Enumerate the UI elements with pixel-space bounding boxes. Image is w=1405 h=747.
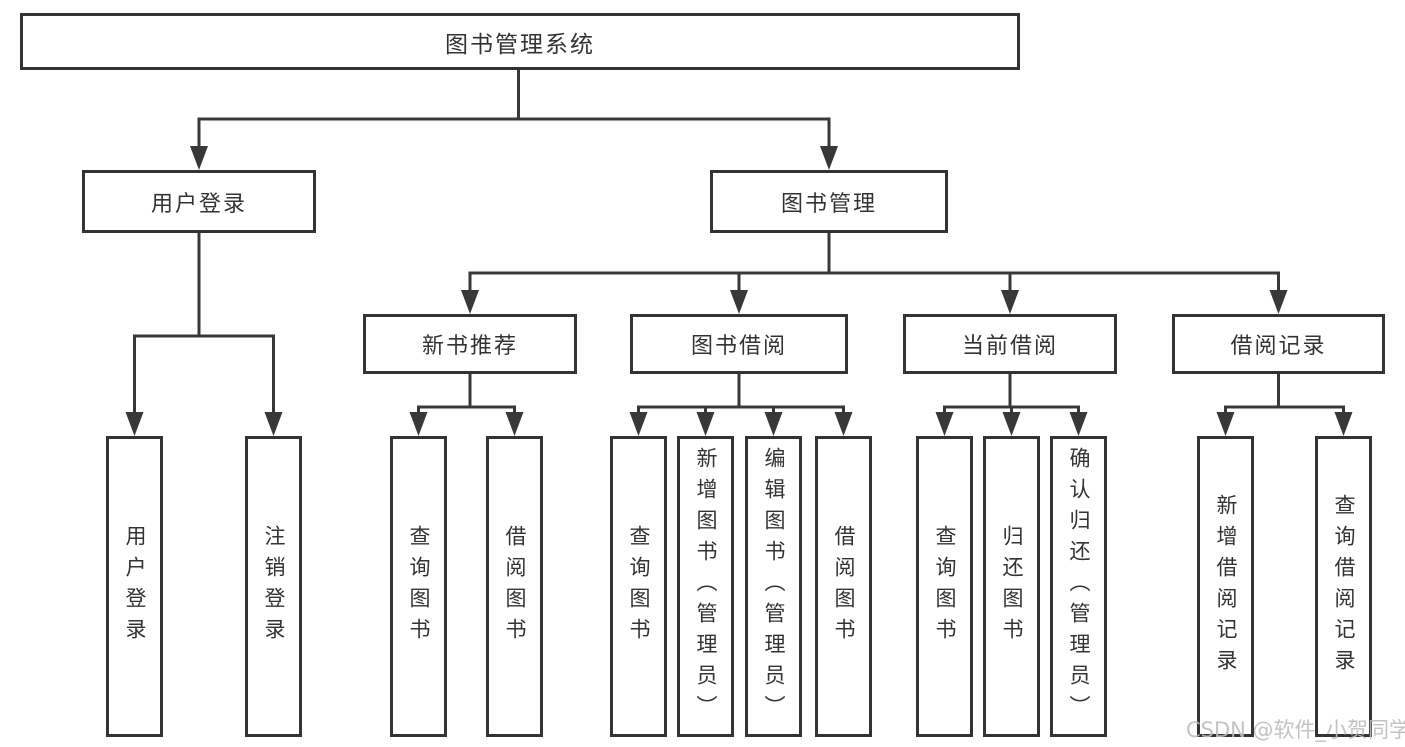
node-new-book-recommend: 新书推荐 [363, 314, 577, 374]
leaf-records-add-record: 新增借阅记录 [1197, 436, 1254, 737]
leaf-current-confirm-return-admin: 确认归还（管理员） [1050, 436, 1107, 737]
leaf-recommend-query-books: 查询图书 [390, 436, 447, 737]
node-label: 图书管理系统 [445, 31, 595, 58]
leaf-label: 归还图书 [1000, 524, 1024, 649]
node-label: 借阅记录 [1230, 334, 1327, 359]
leaf-user-login: 用户登录 [106, 436, 163, 737]
csdn-watermark: CSDN @软件_小贺同学 [1186, 718, 1405, 742]
node-book-borrow: 图书借阅 [630, 314, 848, 374]
leaf-label: 查询借阅记录 [1332, 493, 1356, 680]
leaf-label: 新增借阅记录 [1214, 493, 1238, 680]
leaf-records-query-record: 查询借阅记录 [1315, 436, 1372, 737]
leaf-borrow-add-books-admin: 新增图书（管理员） [677, 436, 734, 737]
leaf-current-return-books: 归还图书 [983, 436, 1040, 737]
leaf-logout: 注销登录 [245, 436, 302, 737]
leaf-label: 用户登录 [123, 524, 147, 649]
leaf-label: 查询图书 [407, 524, 431, 649]
node-label: 新书推荐 [421, 334, 518, 359]
leaf-current-query-books: 查询图书 [916, 436, 973, 737]
node-label: 图书管理 [780, 191, 877, 217]
node-label: 图书借阅 [690, 334, 787, 359]
node-library-management-system: 图书管理系统 [20, 13, 1020, 70]
leaf-label: 确认归还（管理员） [1067, 447, 1091, 726]
leaf-borrow-borrow-books: 借阅图书 [815, 436, 872, 737]
leaf-label: 借阅图书 [503, 524, 527, 649]
leaf-label: 编辑图书（管理员） [762, 447, 786, 726]
node-book-management: 图书管理 [710, 170, 948, 233]
leaf-borrow-query-books: 查询图书 [610, 436, 667, 737]
node-label: 当前借阅 [961, 334, 1058, 359]
node-user-login: 用户登录 [82, 170, 316, 233]
leaf-label: 注销登录 [262, 524, 286, 649]
node-current-borrow: 当前借阅 [903, 314, 1117, 374]
node-borrow-records: 借阅记录 [1172, 314, 1385, 374]
arrowhead-icons [125, 146, 1353, 436]
leaf-recommend-borrow-books: 借阅图书 [486, 436, 543, 737]
node-label: 用户登录 [150, 191, 247, 217]
leaf-borrow-edit-books-admin: 编辑图书（管理员） [745, 436, 802, 737]
leaf-label: 查询图书 [933, 524, 957, 649]
leaf-label: 新增图书（管理员） [694, 447, 718, 726]
leaf-label: 借阅图书 [832, 524, 856, 649]
leaf-label: 查询图书 [627, 524, 651, 649]
